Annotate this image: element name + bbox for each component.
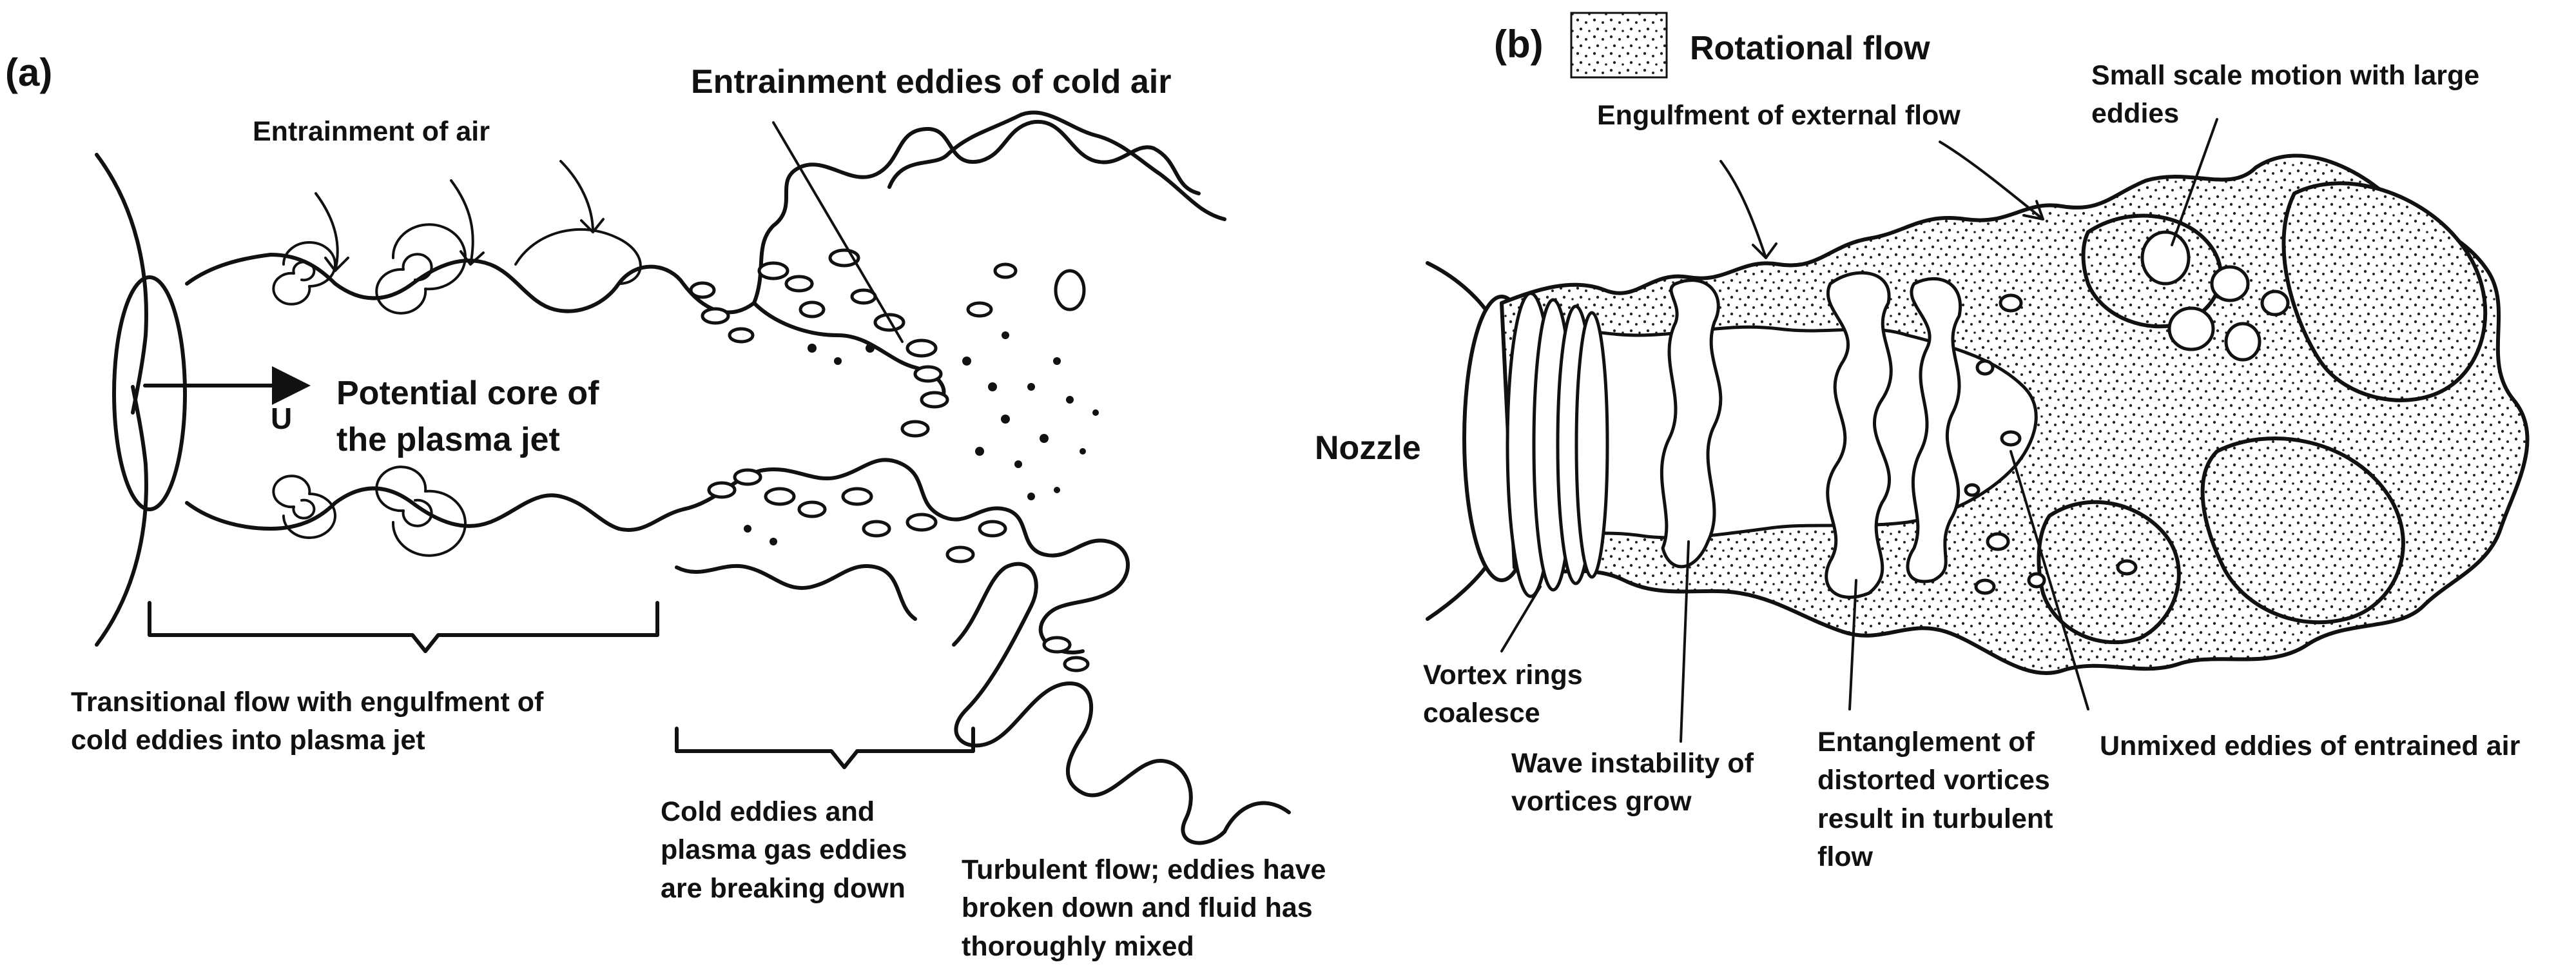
panel-b-drawing [1426, 12, 2530, 743]
vortex-rings-leader [1500, 585, 1542, 652]
rotational-flow-legend-label: Rotational flow [1690, 30, 1930, 67]
far-field-boundary-2 [1223, 801, 1291, 834]
small-scale-leader [2171, 118, 2218, 246]
entanglement-leader [1848, 579, 1857, 710]
large-eddy-right [2281, 181, 2488, 402]
lower-vortex-2 [375, 466, 467, 557]
transitional-line-1: Transitional flow with engulfment of [71, 687, 544, 718]
entanglement-line-3: result in turbulent [1817, 803, 2053, 834]
entanglement-line-4: flow [1817, 841, 1873, 872]
velocity-symbol: U [271, 402, 293, 435]
panel-a-drawing [95, 110, 1291, 845]
breaking-line-2: plasma gas eddies [661, 834, 907, 866]
vortex-rings-line-1: Vortex rings [1423, 660, 1583, 691]
wavy-vortex-2 [1825, 271, 1893, 599]
entrainment-eddies-title: Entrainment eddies of cold air [691, 63, 1172, 101]
far-field-boundary [952, 562, 1226, 845]
engulfment-arrow-1 [1719, 160, 1777, 259]
small-scale-line-2: eddies [2091, 98, 2180, 130]
breaking-brace [675, 727, 975, 769]
entrainment-eddies-leader [772, 121, 904, 343]
entanglement-label: Entanglement of distorted vortices resul… [1817, 723, 2053, 876]
large-eddy-lower-right [2200, 436, 2405, 625]
turbulent-line-3: thoroughly mixed [962, 930, 1194, 962]
entanglement-line-1: Entanglement of [1817, 727, 2035, 758]
vortex-rings-label: Vortex rings coalesce [1423, 656, 1583, 733]
upper-vortex-3 [514, 228, 642, 285]
small-scale-label: Small scale motion with large eddies [2091, 57, 2479, 133]
breaking-down-label: Cold eddies and plasma gas eddies are br… [661, 793, 907, 908]
upper-shear-layer [185, 253, 756, 315]
wavy-vortex-1 [1660, 279, 1723, 569]
entrainment-arrow-2 [450, 179, 485, 266]
transitional-line-2: cold eddies into plasma jet [71, 725, 425, 756]
panel-b-label: (b) [1494, 23, 1544, 66]
lower-shear-layer [185, 486, 621, 531]
breaking-line-1: Cold eddies and [661, 796, 875, 827]
vortex-rings [1506, 291, 1609, 598]
upper-vortex-2 [375, 223, 467, 315]
panel-a-label: (a) [5, 51, 53, 94]
transitional-brace [148, 601, 659, 653]
lower-outer-boundary [617, 458, 1130, 654]
nozzle-b-bottom [1426, 565, 1487, 621]
wave-line-2: vortices grow [1511, 786, 1692, 818]
engulfment-label: Engulfment of external flow [1597, 100, 1961, 131]
wave-leader [1680, 540, 1690, 743]
nozzle-wall-top [95, 153, 148, 415]
wavy-vortex-3 [1906, 277, 1962, 583]
upper-vortex-1 [272, 241, 336, 306]
upper-outer-boundary [752, 119, 1201, 305]
transitional-flow-label: Transitional flow with engulfment of col… [71, 683, 543, 760]
potential-core-line-2: the plasma jet [336, 420, 560, 458]
breaking-line-3: are breaking down [661, 872, 905, 904]
nozzle-exit-ellipse [112, 275, 187, 511]
potential-core-label: Potential core of the plasma jet [336, 371, 599, 464]
nozzle-wall-bottom [95, 385, 148, 647]
vortex-rings-line-2: coalesce [1423, 698, 1540, 729]
turbulent-line-2: broken down and fluid has [962, 892, 1313, 924]
entanglement-line-2: distorted vortices [1817, 765, 2050, 796]
unmixed-eddies-label: Unmixed eddies of entrained air [2100, 730, 2521, 761]
wave-instability-label: Wave instability of vortices grow [1511, 745, 1754, 821]
dot-field [744, 331, 1099, 545]
rotational-flow-swatch [1570, 12, 1668, 79]
lower-vortex-1 [272, 475, 336, 539]
wave-line-1: Wave instability of [1511, 748, 1754, 779]
engulfment-arrow-2 [1939, 141, 2044, 220]
turbulent-line-1: Turbulent flow; eddies have [962, 854, 1326, 885]
entrainment-arrow-1 [315, 192, 349, 272]
turbulent-flow-label: Turbulent flow; eddies have broken down … [962, 851, 1326, 966]
nozzle-label: Nozzle [1315, 429, 1421, 467]
eddy-field [689, 248, 1090, 672]
lower-outer-boundary-2 [675, 564, 917, 621]
nozzle-b-top [1426, 261, 1487, 311]
small-scale-line-1: Small scale motion with large [2091, 60, 2480, 91]
entrainment-of-air-label: Entrainment of air [253, 116, 490, 147]
small-eddies [1932, 230, 2290, 595]
upper-outer-boundary-2 [887, 110, 1226, 221]
entrainment-arrow-3 [559, 160, 605, 233]
unmixed-leader [2009, 450, 2089, 710]
potential-core-line-1: Potential core of [336, 375, 599, 412]
